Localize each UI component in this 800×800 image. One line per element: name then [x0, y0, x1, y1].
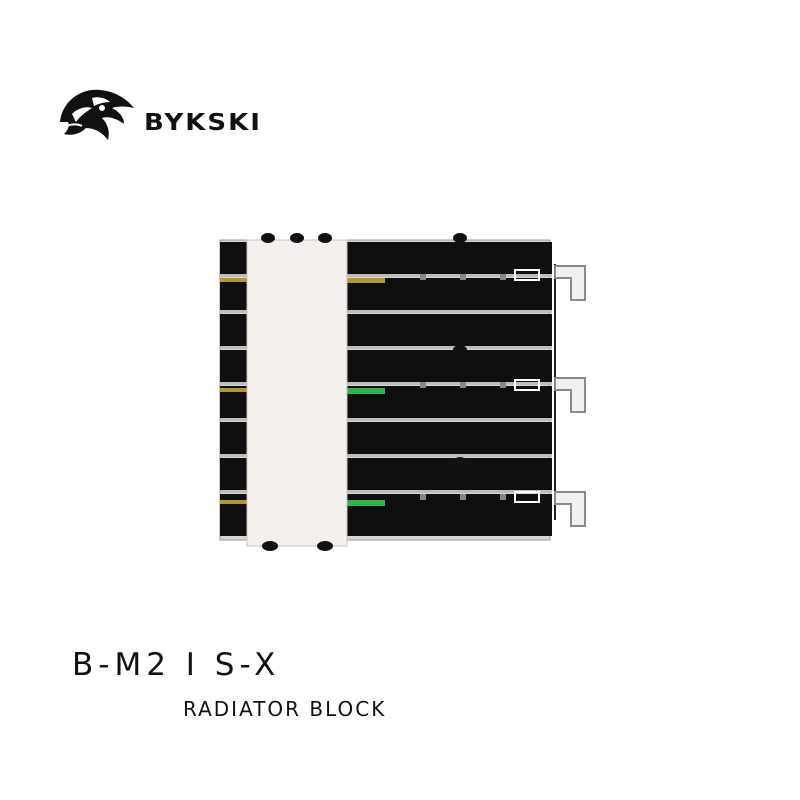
brand-logo: BYKSKI	[52, 78, 292, 148]
product-model: B-M2 I S-X	[72, 647, 281, 683]
dragon-head-icon	[60, 89, 134, 140]
brand-name: BYKSKI	[144, 109, 262, 137]
m2-radiator-block-stack	[219, 233, 586, 551]
product-category: RADIATOR BLOCK	[183, 697, 387, 721]
